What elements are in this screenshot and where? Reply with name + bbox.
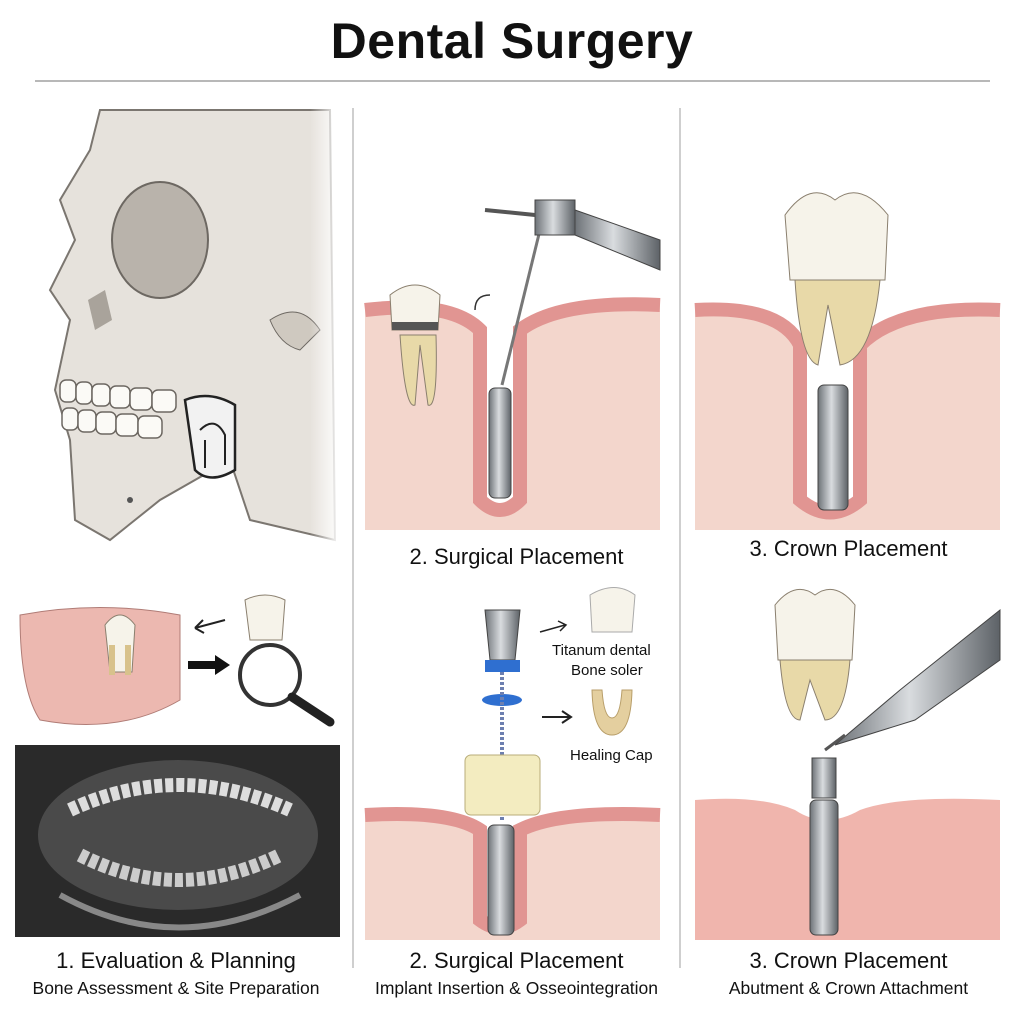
step-2-upper-label: 2. Surgical Placement [409,544,624,569]
skull-illustration [48,105,340,545]
healing-cap-label: Healing Cap [570,747,653,764]
titanium-label-line2: Bone soler [571,662,643,679]
surgical-placement-illustration [364,199,661,530]
column-divider [352,108,354,968]
implant-components-illustration [464,587,636,820]
implant-insertion-illustration [364,807,661,940]
step-1-subtitle: Bone Assessment & Site Preparation [32,978,320,998]
step-3-subtitle: Abutment & Crown Attachment [728,978,969,998]
column-divider [679,108,681,968]
title-divider [35,80,990,82]
titanium-label-line1: Titanum dental [552,642,651,659]
gum-model-illustration [19,594,335,727]
step-3-upper-label: 3. Crown Placement [749,536,948,561]
panoramic-xray [15,745,340,937]
step-2-title: 2. Surgical Placement [409,948,624,973]
abutment-attachment-illustration [695,588,1001,940]
crown-placement-illustration [694,192,1001,530]
step-3-title: 3. Crown Placement [749,948,948,973]
page-title: Dental Surgery [330,13,694,69]
step-2-subtitle: Implant Insertion & Osseointegration [374,978,659,998]
step-1-title: 1. Evaluation & Planning [56,948,296,973]
